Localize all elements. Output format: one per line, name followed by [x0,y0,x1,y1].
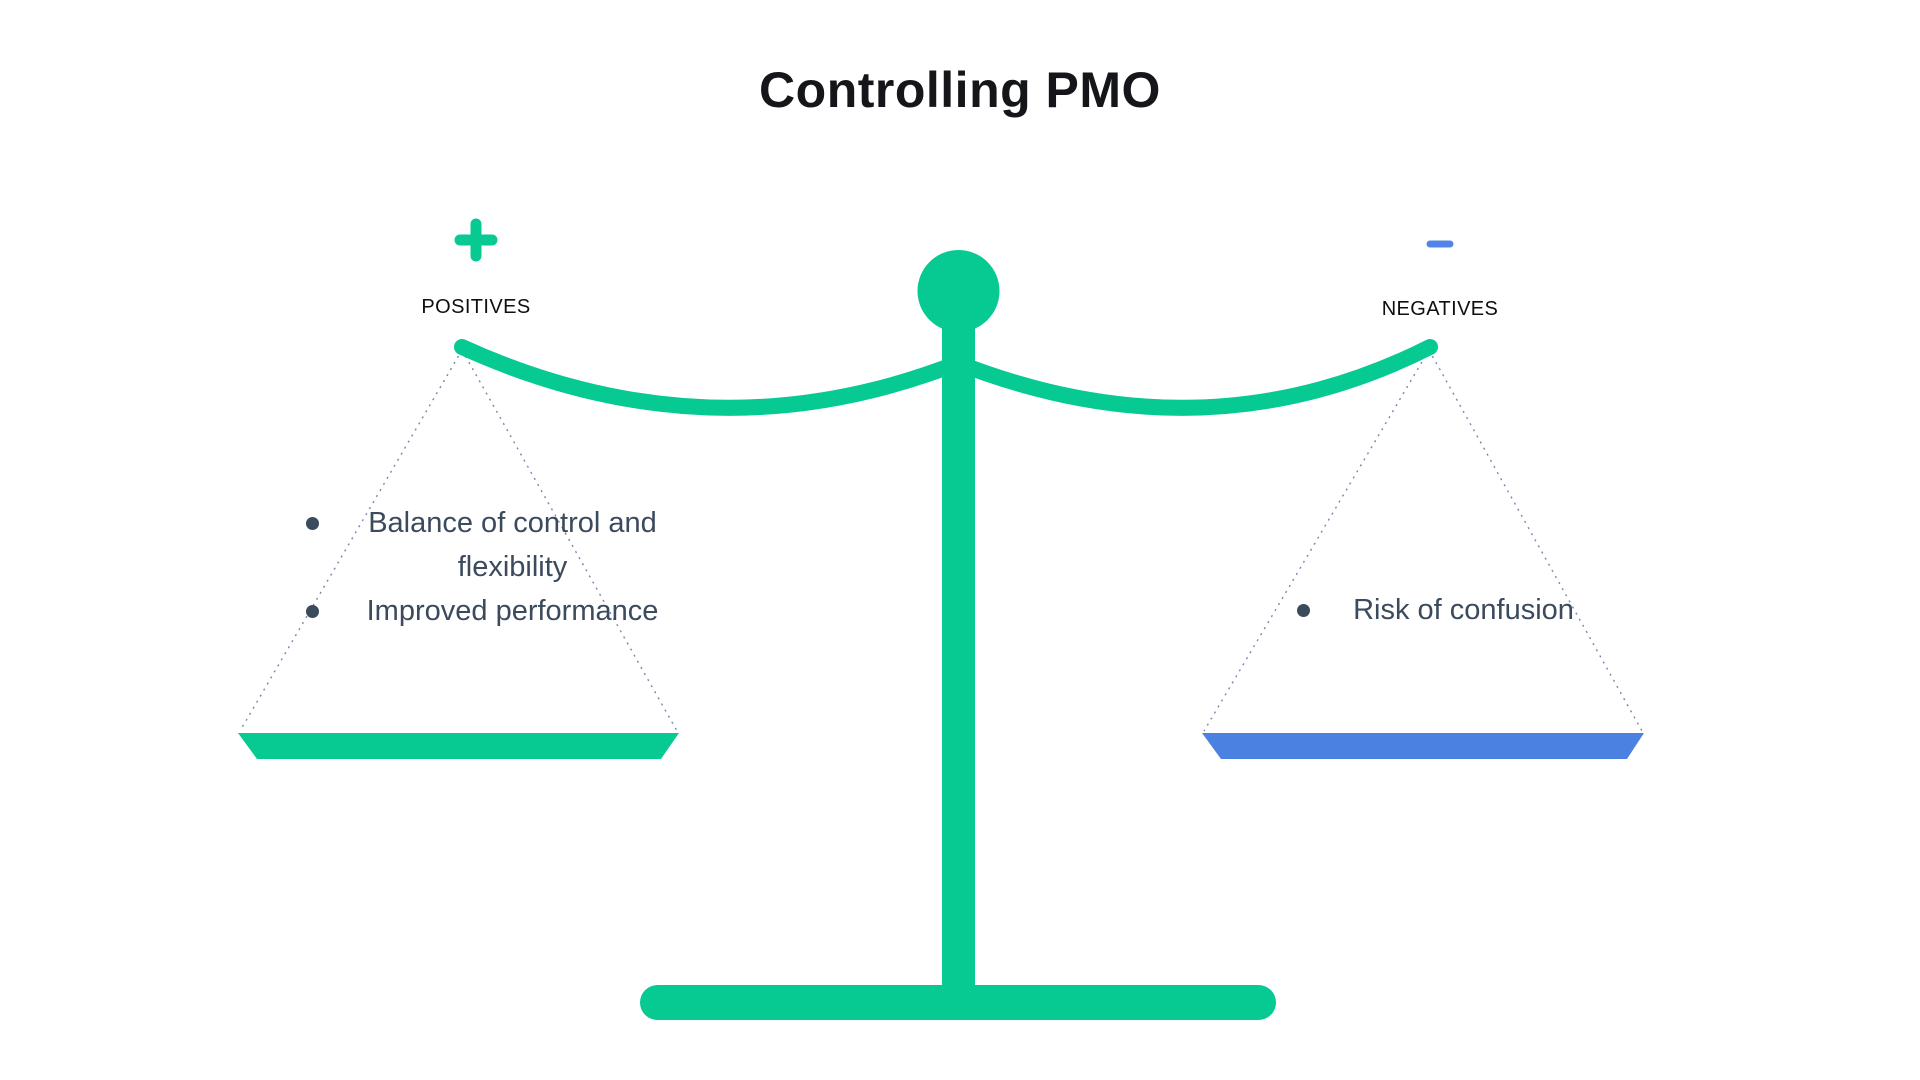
negatives-item-text: Risk of confusion [1353,594,1574,626]
plus-icon-glyph [454,218,498,262]
positives-item-text: Improved performance [366,595,659,627]
positives-list: Balance of control and flexibility Impro… [292,501,682,633]
list-item: Improved performance [292,589,682,633]
list-item: Balance of control and flexibility [292,501,682,589]
scale-pivot-circle [917,250,1000,332]
left-pan-right-hanger-line [461,349,678,732]
positives-label: POSITIVES [421,296,531,318]
plus-icon [454,218,498,262]
bullet-dot [306,517,319,530]
minus-icon [1426,240,1454,248]
pan-hanger-lines [239,349,1643,732]
right-pan-right-hanger-line [1428,349,1643,732]
negatives-label: NEGATIVES [1381,298,1499,320]
negatives-list: Risk of confusion [1283,588,1593,632]
bullet-dot [306,605,319,618]
left-arm [454,339,966,416]
positives-item-text: Balance of control and flexibility [368,507,657,583]
bullet-dot [1297,604,1310,617]
right-arm [950,339,1438,416]
scale-post [942,295,975,1002]
right-pan [1202,733,1644,759]
page-title: Controlling PMO [759,62,1161,118]
left-pan [238,733,679,759]
scale-base [640,985,1276,1020]
list-item: Risk of confusion [1283,588,1593,632]
